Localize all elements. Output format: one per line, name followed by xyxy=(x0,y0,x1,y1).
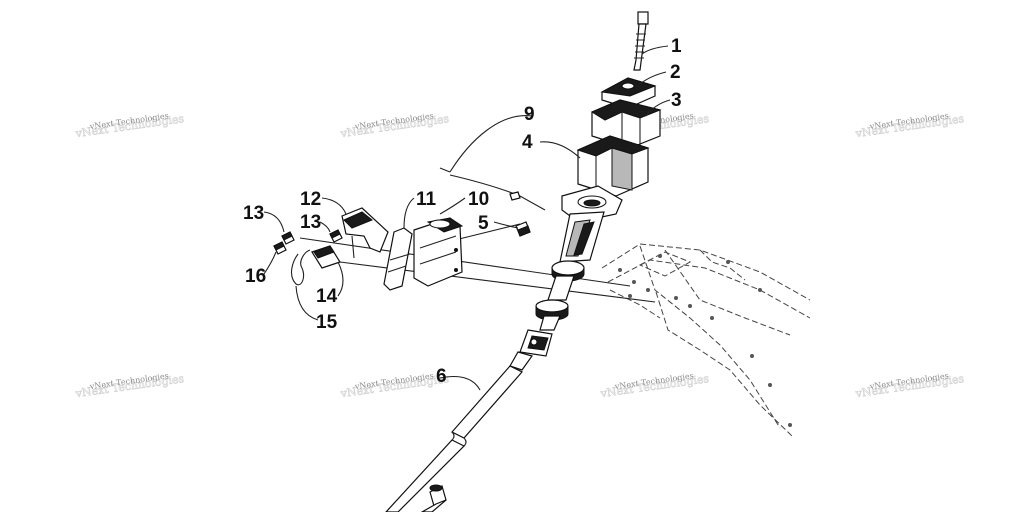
callout-1: 1 xyxy=(671,36,682,57)
cable-end-part-9 xyxy=(439,167,521,201)
watermark-1: vNext Technologies vNext Technologies xyxy=(74,111,186,140)
callout-11: 11 xyxy=(416,189,437,210)
bolt-part-13-lower xyxy=(281,231,295,245)
callout-13-upper: 13 xyxy=(300,212,321,233)
plate-part-11 xyxy=(383,227,413,291)
universal-joint xyxy=(509,329,553,371)
callout-2: 2 xyxy=(670,62,681,83)
watermark-2: vNext Technologies vNext Technologies xyxy=(339,111,451,140)
watermark-5: vNext Technologies vNext Technologies xyxy=(74,371,186,400)
callout-5: 5 xyxy=(478,213,489,234)
bracket-part-12 xyxy=(341,207,389,259)
callout-6: 6 xyxy=(436,366,447,387)
frame-outline xyxy=(601,243,811,437)
nut-part-5 xyxy=(515,221,531,237)
callout-3: 3 xyxy=(671,90,682,111)
bracket-group xyxy=(273,207,464,291)
callout-14: 14 xyxy=(316,286,338,307)
callout-9: 9 xyxy=(524,104,535,125)
nut-part-16 xyxy=(273,241,287,255)
housing-part-4 xyxy=(576,135,650,197)
clip-part-14 xyxy=(311,245,341,269)
callout-labels: 1 2 3 4 5 6 9 10 11 12 13 13 14 15 16 xyxy=(243,36,682,387)
cover-part-10 xyxy=(413,217,464,287)
callout-15: 15 xyxy=(316,312,338,333)
callout-16: 16 xyxy=(245,266,266,287)
leader-lines xyxy=(263,45,671,391)
watermark-8: vNext Technologies vNext Technologies xyxy=(854,371,966,400)
callout-12: 12 xyxy=(300,189,321,210)
callout-10: 10 xyxy=(468,189,489,210)
bolt-part-1 xyxy=(633,11,649,71)
callout-4: 4 xyxy=(522,132,533,153)
bolt-part-13-upper xyxy=(329,229,343,243)
steering-column xyxy=(385,11,662,512)
watermark-7: vNext Technologies vNext Technologies xyxy=(599,371,711,400)
spring-part-15 xyxy=(290,249,311,286)
watermark-4: vNext Technologies vNext Technologies xyxy=(854,111,966,140)
watermark-6: vNext Technologies vNext Technologies xyxy=(339,371,451,400)
column-upper-tube xyxy=(535,211,605,331)
callout-13-lower: 13 xyxy=(243,203,264,224)
lower-shaft-part-6 xyxy=(385,365,523,512)
